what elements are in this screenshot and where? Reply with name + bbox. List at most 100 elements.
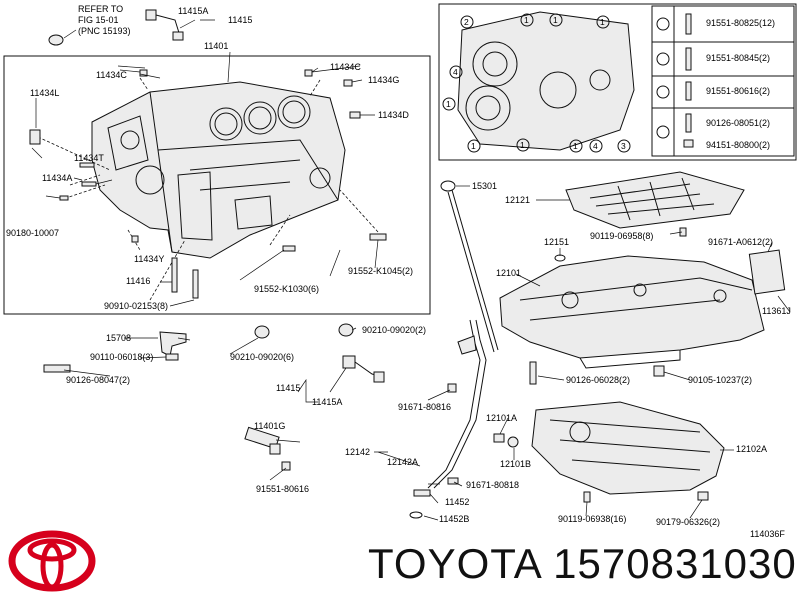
part-label-15708: 15708 [106, 333, 132, 343]
plug-11434L [29, 129, 41, 145]
part-label-90119-06938: 90119-06938(16) [558, 514, 627, 524]
part-label-91671-80816: 91671-80816 [398, 402, 452, 412]
plug-11434C-b [304, 69, 313, 77]
svg-text:4: 4 [453, 67, 458, 77]
part-label-11415-top: 11415 [228, 15, 253, 25]
svg-text:1: 1 [524, 15, 529, 25]
part-label-91551-80616: 91551-80616 [256, 484, 310, 494]
part-label-11434A: 11434A [42, 173, 73, 183]
timing-cover-inset [438, 3, 797, 161]
toyota-logo-icon [8, 530, 96, 592]
figure-code: 114036F [750, 529, 785, 539]
oil-pan-upper-12101 [499, 255, 765, 369]
part-label-11452B: 11452B [439, 514, 470, 524]
bolt-90110 [165, 353, 179, 361]
part-label-90180: 90180-10007 [6, 228, 60, 238]
sensor-11401G [244, 426, 281, 455]
part-label-11415A-top: 11415A [178, 6, 209, 16]
part-label-12102A: 12102A [736, 444, 768, 454]
part-label-90105: 90105-10237(2) [688, 375, 753, 385]
plug-12101A [493, 433, 505, 443]
refer-seal [48, 34, 64, 46]
bolt-91551-80616 [281, 461, 291, 471]
part-label-11401: 11401 [204, 41, 229, 51]
plug-11434C-a [139, 69, 148, 77]
part-label-90179: 90179-06326(2) [656, 517, 721, 527]
oil-pan-lower-12102A [531, 401, 725, 495]
part-label-90110: 90110-06018(3) [90, 352, 154, 362]
part-label-11434C-a: 11434C [96, 70, 127, 80]
timing-cover [457, 11, 635, 151]
part-label-12151: 12151 [544, 237, 570, 247]
part-label-15301: 15301 [472, 181, 498, 191]
part-label-90126-08047: 90126-08047(2) [66, 375, 131, 385]
bolt-91671-80818 [447, 477, 459, 485]
part-label-91671-80818: 91671-80818 [466, 480, 520, 490]
dipstick-guide-12142 [427, 319, 487, 489]
gasket-12101B [507, 436, 519, 448]
svg-text:1: 1 [471, 141, 476, 151]
brand-part-number: TOYOTA 1570831030 [368, 540, 797, 587]
sensor-11415-mid [342, 355, 385, 383]
legend-4-part-b: 94151-80800(2) [706, 140, 771, 150]
svg-text:1: 1 [573, 141, 578, 151]
oring-11452 [413, 489, 431, 497]
part-label-12101: 12101 [496, 268, 522, 278]
legend-3-part: 91551-80616(2) [706, 86, 771, 96]
refer-label-line1: REFER TO [78, 4, 124, 14]
cover-91671-a0612 [748, 249, 786, 295]
dipstick-15301 [440, 180, 499, 353]
bracket-15708 [159, 331, 187, 357]
svg-text:4: 4 [593, 141, 598, 151]
part-label-90210-a: 90210-09020(6) [230, 352, 295, 362]
part-label-11361J: 11361J [762, 306, 791, 316]
part-label-11434Y: 11434Y [134, 254, 165, 264]
stud-90126-08047 [43, 364, 71, 373]
svg-text:1: 1 [600, 17, 605, 27]
bolt-90105 [653, 365, 665, 377]
part-label-11434D: 11434D [378, 110, 409, 120]
part-label-90210-b: 90210-09020(2) [362, 325, 427, 335]
engine-block-frame [3, 55, 431, 315]
bolt-91552-k1045 [369, 233, 387, 241]
part-label-11452: 11452 [445, 497, 470, 507]
plug-11434Y [131, 235, 139, 243]
part-label-12101A: 12101A [486, 413, 518, 423]
part-label-11415A-mid: 11415A [312, 397, 343, 407]
part-label-12121: 12121 [505, 195, 531, 205]
part-label-12142: 12142 [345, 447, 371, 457]
part-label-11434C-b: 11434C [330, 62, 361, 72]
bolt-90119-06938 [583, 491, 591, 503]
svg-text:3: 3 [621, 141, 626, 151]
plug-11434D [349, 111, 361, 119]
engine-block [91, 81, 346, 259]
part-label-11401G: 11401G [254, 421, 286, 431]
oring-11452B [409, 511, 423, 519]
gasket-90210-a [254, 325, 270, 339]
part-label-12101B: 12101B [500, 459, 532, 469]
legend-4-part-a: 90126-08051(2) [706, 118, 771, 128]
part-label-11434G: 11434G [368, 75, 400, 85]
part-label-11415-mid: 11415 [276, 383, 301, 393]
pin-90180 [59, 195, 69, 201]
part-label-11434L: 11434L [30, 88, 60, 98]
svg-text:1: 1 [553, 15, 558, 25]
part-label-90119-06958: 90119-06958(8) [590, 231, 654, 241]
svg-text:1: 1 [520, 140, 525, 150]
legend-1-part: 91551-80825(12) [706, 18, 776, 28]
refer-label-line2: FIG 15-01 [78, 15, 119, 25]
part-label-11434T: 11434T [74, 153, 104, 163]
sensor-11415A-top [145, 9, 184, 41]
part-label-91552-k1045: 91552-K1045(2) [348, 266, 414, 276]
bolt-90910 [192, 269, 199, 299]
oil-pan-baffle-12121 [565, 171, 745, 229]
part-label-91552-k1030: 91552-K1030(6) [254, 284, 320, 294]
part-label-11416: 11416 [126, 276, 151, 286]
bolt-91552-k1030 [282, 245, 296, 252]
legend-2-part: 91551-80845(2) [706, 53, 771, 63]
plug-90179 [697, 491, 709, 501]
plug-11434G [343, 79, 353, 87]
bolt-91671-80816 [447, 383, 457, 393]
gasket-90210-b [338, 323, 354, 337]
